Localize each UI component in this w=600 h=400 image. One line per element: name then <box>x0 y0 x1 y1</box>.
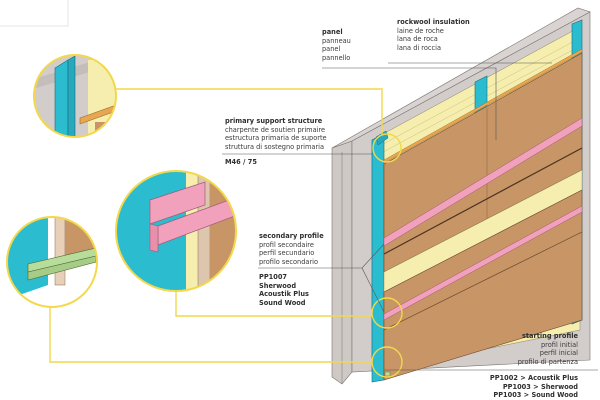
secondary-code-2: Acoustik Plus <box>259 290 309 299</box>
starting-code-0: PP1002 > Acoustik Plus <box>489 374 578 382</box>
secondary-rail-lower <box>383 205 583 321</box>
detail-primary-support <box>33 54 117 138</box>
label-rockwool: rockwool insulation laine de roche lana … <box>397 18 470 52</box>
label-secondary-profile: secondary profile profil secondaire perf… <box>259 232 324 266</box>
label-panel: panel panneau panel pannello <box>322 28 351 62</box>
label-starting-it: profilo di partenza <box>517 357 578 366</box>
callout-circle-primary <box>372 133 402 163</box>
label-rockwool-en: rockwool insulation <box>397 18 470 26</box>
label-primary-es: estructura primaria de suporte <box>225 134 327 143</box>
stud-left <box>371 133 385 383</box>
label-rockwool-fr: laine de roche <box>397 26 444 35</box>
label-starting-fr: profil initial <box>541 340 578 349</box>
panel-lower <box>383 231 583 381</box>
primary-code: M46 / 75 <box>225 158 257 166</box>
label-secondary-fr: profil secondaire <box>259 240 314 249</box>
label-primary-code: M46 / 75 <box>225 158 257 167</box>
leader-lines <box>222 62 598 371</box>
label-starting-profile: starting profile profil initial perfil i… <box>518 332 578 366</box>
label-secondary-en: secondary profile <box>259 232 324 240</box>
label-primary-fr: charpente de soutien primaire <box>225 125 326 134</box>
frame-corner <box>0 0 69 27</box>
label-panel-fr: panneau <box>322 36 351 45</box>
callout-circle-secondary <box>371 297 403 329</box>
label-primary-support: primary support structure charpente de s… <box>225 117 327 151</box>
starting-code-1: PP1003 > Sherwood <box>502 382 578 391</box>
callout-connectors <box>49 88 383 363</box>
label-secondary-es: perfil secundario <box>259 249 315 258</box>
starting-profile <box>384 371 391 377</box>
label-primary-en: primary support structure <box>225 117 323 125</box>
label-secondary-it: profilo secondario <box>259 257 319 266</box>
label-rockwool-it: lana di roccia <box>397 43 442 52</box>
label-primary-it: struttura di sostegno primaria <box>225 142 325 151</box>
label-rockwool-es: lana de roca <box>397 35 438 44</box>
secondary-code-0: PP1007 <box>259 273 288 281</box>
label-panel-es: panel <box>322 45 341 54</box>
label-panel-en: panel <box>322 28 343 36</box>
detail-secondary-profile <box>115 170 237 292</box>
label-starting-en: starting profile <box>521 332 578 340</box>
secondary-code-1: Sherwood <box>259 281 297 290</box>
detail-starting-profile <box>6 216 98 308</box>
starting-code-2: PP1003 > Sound Wood <box>493 391 578 400</box>
label-secondary-codes: PP1007 Sherwood Acoustik Plus Sound Wood <box>259 273 309 307</box>
label-starting-codes: PP1002 > Acoustik Plus PP1003 > Sherwood… <box>490 374 578 400</box>
label-starting-es: perfil inicial <box>539 349 578 358</box>
label-panel-it: pannello <box>322 53 351 62</box>
main-wall <box>331 7 591 385</box>
secondary-rail-upper <box>383 117 583 247</box>
secondary-code-3: Sound Wood <box>259 298 306 307</box>
